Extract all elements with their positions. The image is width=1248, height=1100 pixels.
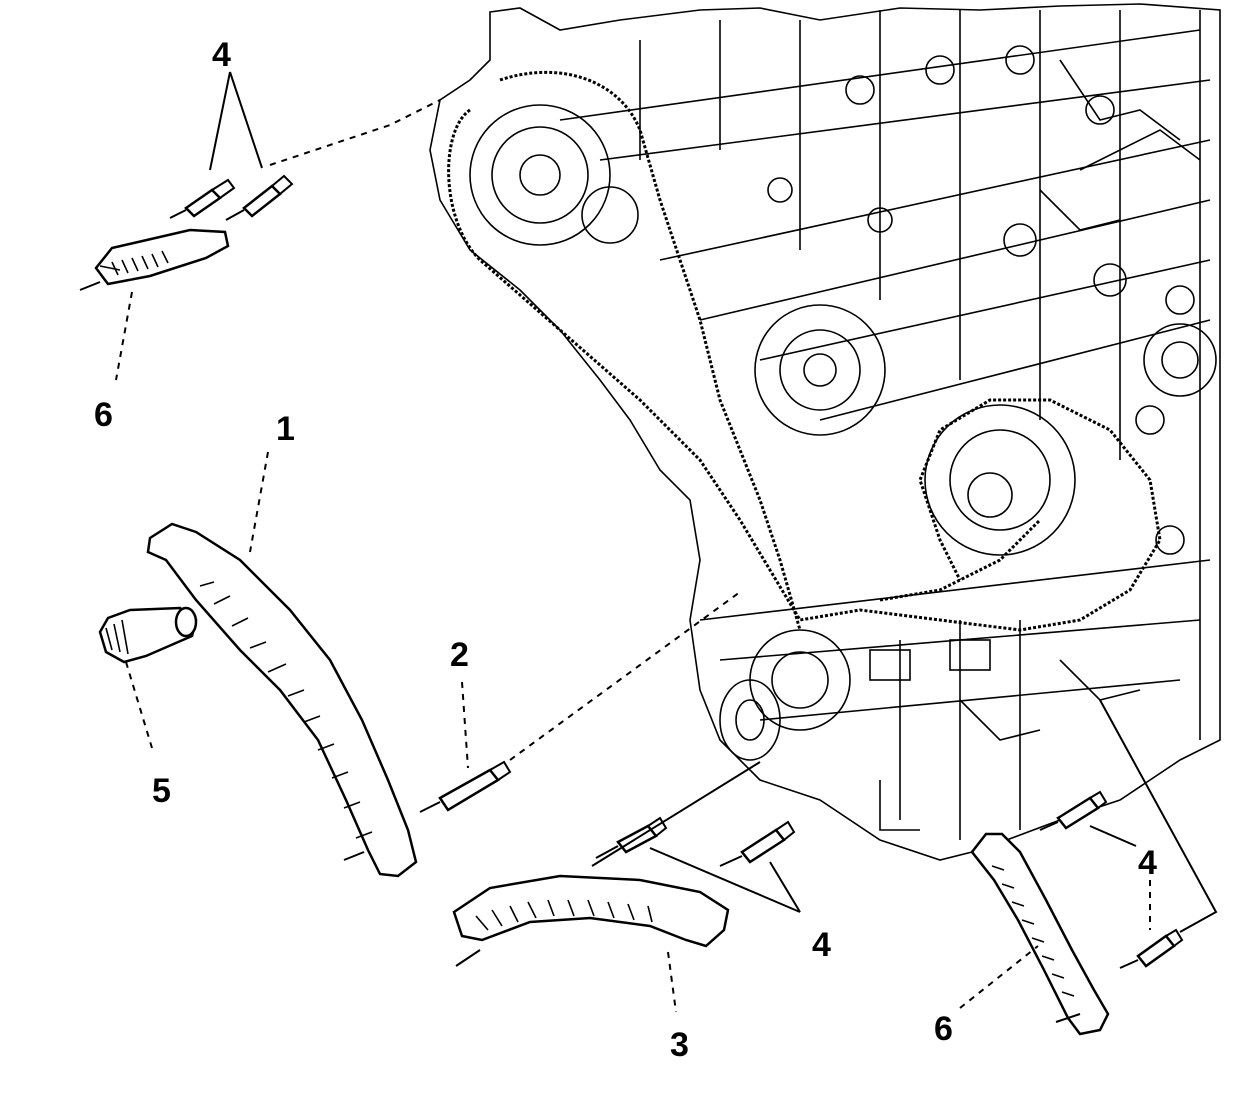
callout-1: 1 <box>276 410 295 448</box>
bolt-4-top-right <box>225 174 294 221</box>
bolt-4-right-upper <box>1039 790 1108 831</box>
leader-top-to-engine <box>269 99 441 166</box>
bolt-4-lower-right <box>719 820 796 867</box>
leader-4-top-a <box>209 71 231 171</box>
leader-6-top <box>115 291 133 381</box>
engine-block <box>429 3 1221 861</box>
leader-4-lower-b <box>769 861 801 913</box>
callout-4-top: 4 <box>212 36 231 74</box>
leader-2 <box>461 681 469 769</box>
leader-3 <box>667 951 677 1013</box>
callout-6-bottom: 6 <box>934 1010 953 1048</box>
leader-2-to-engine <box>509 591 741 761</box>
leader-4-top-b <box>229 71 263 169</box>
leader-4-right-a <box>1089 825 1137 847</box>
bolt-4-top-left <box>169 178 236 219</box>
leader-5 <box>125 661 153 749</box>
callout-4-bottom: 4 <box>812 926 831 964</box>
bolt-4-lower-left <box>595 816 668 859</box>
leader-4-lower-a <box>649 847 801 913</box>
leader-1 <box>249 451 269 553</box>
callout-3: 3 <box>670 1026 689 1064</box>
callout-5: 5 <box>152 772 171 810</box>
callout-2: 2 <box>450 636 469 674</box>
bolt-4-right-lower <box>1119 928 1184 969</box>
leader-bolts-to-engine <box>591 761 761 867</box>
chain-guide-1 <box>146 522 418 878</box>
chain-guide-6-bottom <box>970 832 1110 1036</box>
tensioner-5 <box>98 606 198 664</box>
leader-6-bottom <box>959 945 1039 1009</box>
callout-6-top: 6 <box>94 396 113 434</box>
leader-right-engine <box>1099 699 1218 933</box>
chain-guide-6-top <box>79 228 230 291</box>
callout-4-right: 4 <box>1138 844 1157 882</box>
bolt-2 <box>419 760 512 813</box>
chain-guide-3 <box>452 874 730 967</box>
